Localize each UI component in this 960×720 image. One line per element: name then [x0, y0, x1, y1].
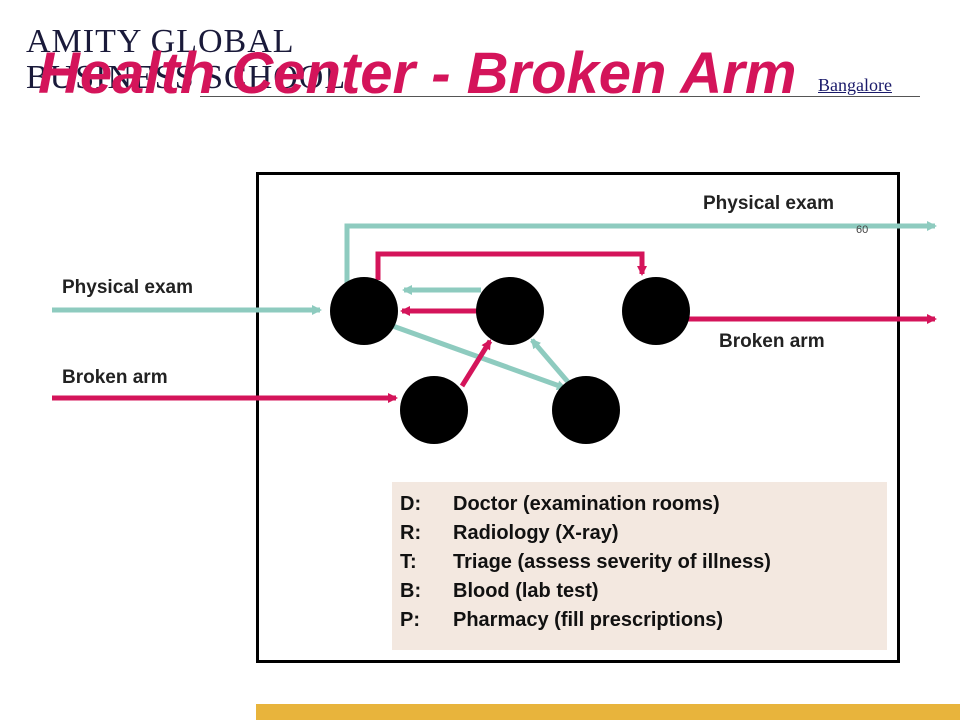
label-physical-exam-out: Physical exam: [703, 193, 834, 214]
legend-item: B: Blood (lab test): [400, 577, 887, 606]
legend-item: P: Pharmacy (fill prescriptions): [400, 606, 887, 635]
flow-physical-exam-exit: [344, 221, 937, 288]
legend-item: T: Triage (assess severity of illness): [400, 548, 887, 577]
node-doctor: [330, 277, 398, 345]
legend-text: Triage (assess severity of illness): [453, 551, 771, 573]
legend-item: D: Doctor (examination rooms): [400, 490, 887, 519]
legend-code: B:: [400, 580, 422, 602]
legend-box: D: Doctor (examination rooms) R: Radiology…: [392, 482, 887, 650]
campus-link[interactable]: Bangalore: [818, 75, 892, 95]
label-broken-arm-in: Broken arm: [62, 367, 168, 388]
legend-code: R:: [400, 522, 422, 544]
node-blood: [552, 376, 620, 444]
slide-title: Health Center - Broken Arm: [38, 41, 797, 106]
legend-item: R: Radiology (X-ray): [400, 519, 887, 548]
school-logo: AMITY GLOBAL BUSINESS SCHOOL: [26, 24, 346, 96]
flow-physical-exam-blood-to-radiology: [530, 338, 570, 384]
diagram-frame: [256, 172, 900, 663]
legend-code: T:: [400, 551, 417, 573]
flow-broken-arm-doctor-to-pharmacy: [375, 251, 647, 280]
legend-text: Doctor (examination rooms): [453, 493, 720, 515]
flow-broken-arm-triage-to-radiology: [459, 339, 493, 388]
logo-line-1: AMITY GLOBAL: [26, 23, 295, 60]
logo-line-2: BUSINESS SCHOOL: [26, 59, 347, 96]
label-broken-arm-out: Broken arm: [719, 331, 825, 352]
footer-bar: [256, 704, 960, 720]
legend-code: P:: [400, 609, 420, 631]
page-number: 60: [856, 224, 869, 236]
legend-text: Blood (lab test): [453, 580, 599, 602]
node-radiology: [476, 277, 544, 345]
legend-text: Radiology (X-ray): [453, 522, 619, 544]
legend-code: D:: [400, 493, 422, 515]
node-pharmacy: [622, 277, 690, 345]
legend-text: Pharmacy (fill prescriptions): [453, 609, 724, 631]
header-rule: [200, 96, 920, 97]
node-triage: [400, 376, 468, 444]
label-physical-exam-in: Physical exam: [62, 277, 193, 298]
